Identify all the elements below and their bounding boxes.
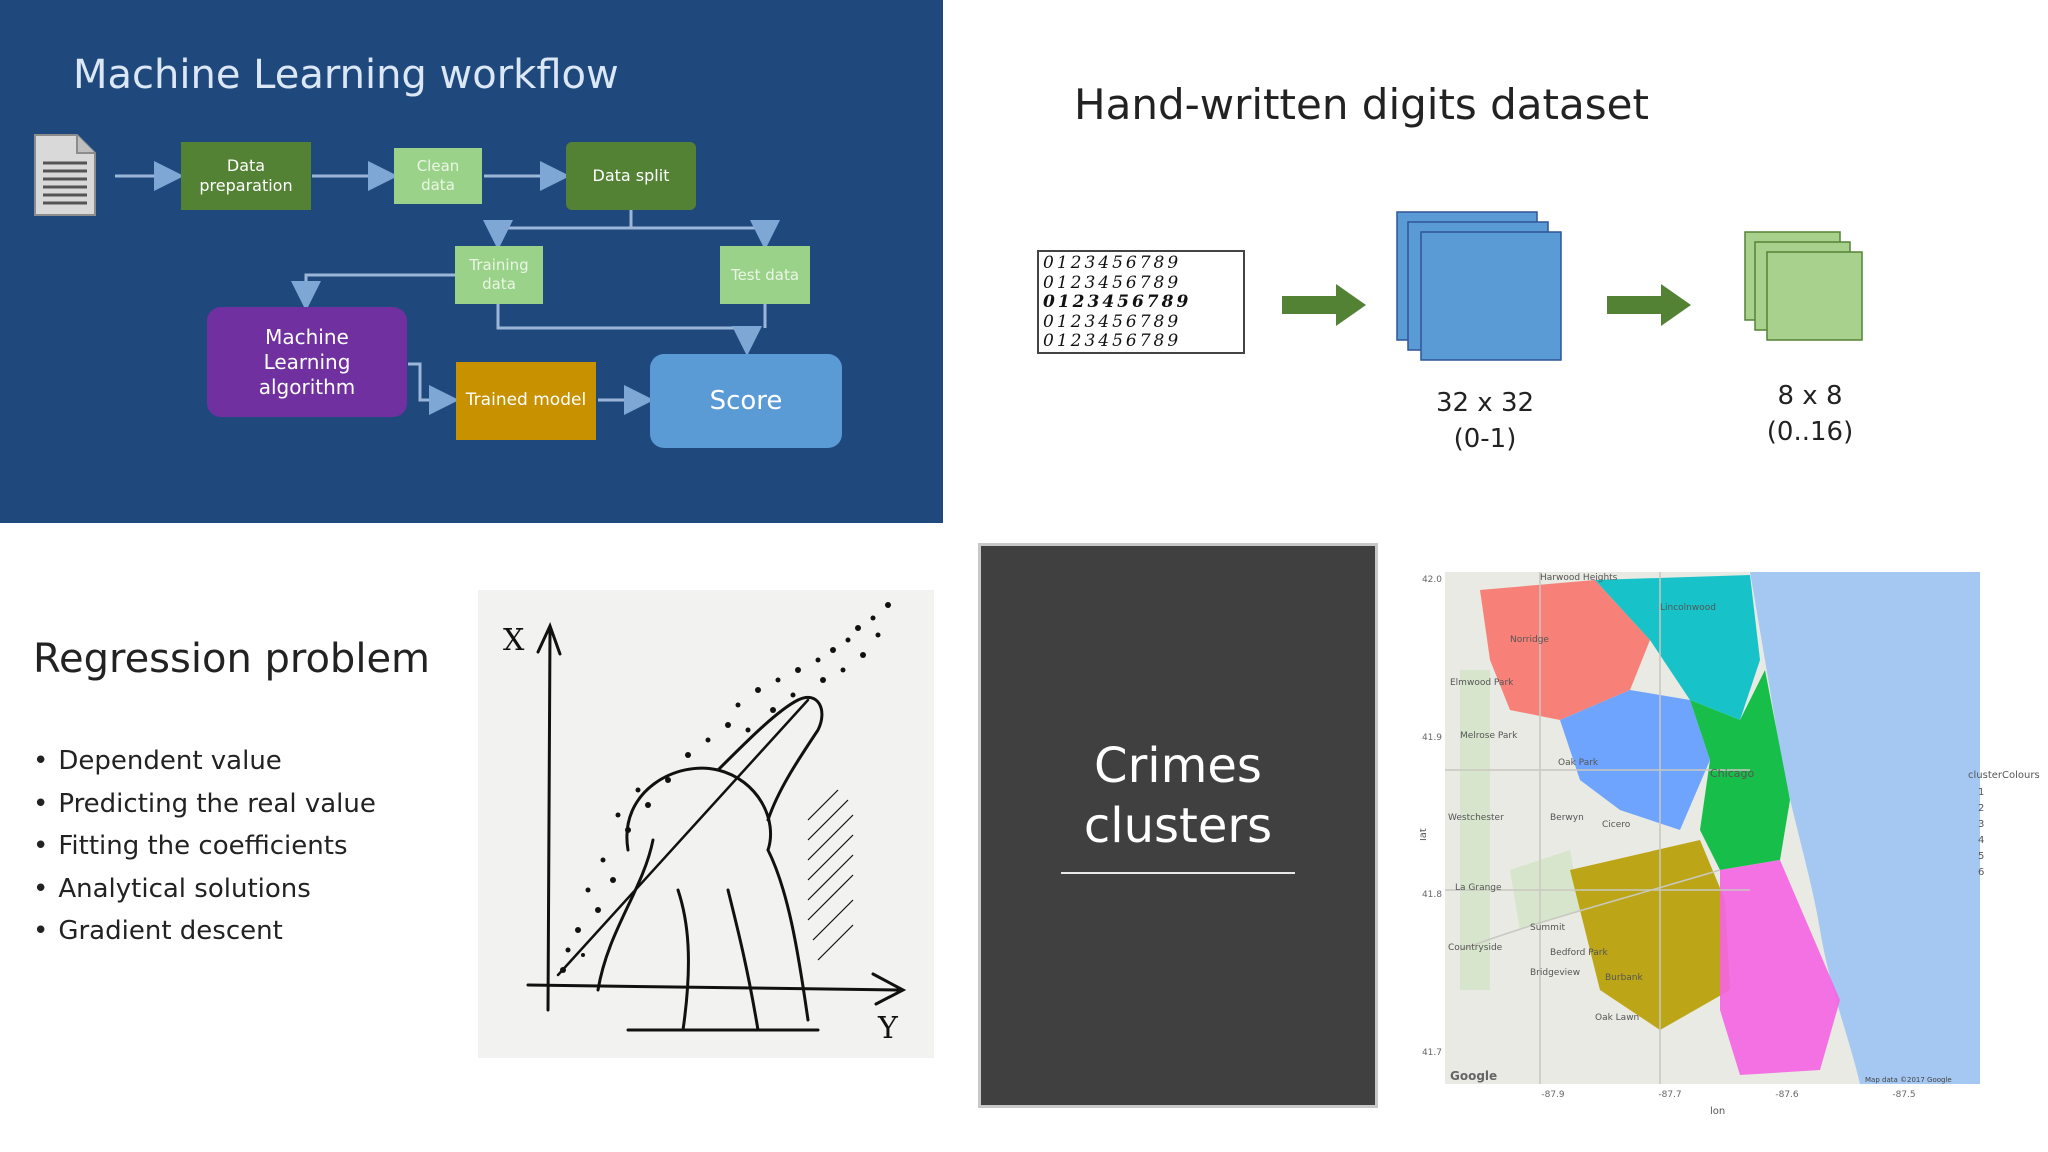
list-item: Gradient descent (33, 910, 376, 953)
digit-row: 0123456789 (1043, 292, 1192, 312)
x-tick-label: -87.7 (1658, 1090, 1681, 1100)
legend-item: 1 (1978, 787, 1985, 798)
digit-samples: 0123456789 0123456789 0123456789 0123456… (1037, 250, 1245, 354)
regression-title: Regression problem (33, 636, 431, 682)
legend-title: clusterColours (1968, 770, 2040, 781)
matrix-8x8-icon (1744, 231, 1863, 341)
matrix-32x32-icon (1396, 211, 1562, 361)
legend-item: 2 (1978, 803, 1985, 814)
legend-item: 4 (1978, 835, 1985, 846)
workflow-title: Machine Learning workflow (73, 52, 619, 98)
list-item: Analytical solutions (33, 868, 376, 911)
place-label: Burbank (1605, 973, 1644, 983)
place-label: Westchester (1448, 813, 1504, 823)
place-label: Countryside (1448, 943, 1503, 953)
divider (1061, 872, 1295, 874)
map-xlabel: lon (1710, 1106, 1725, 1117)
stage2-size: 8 x 8 (1777, 381, 1843, 411)
arrow-right-icon (1282, 284, 1366, 326)
stage1-range: (0-1) (1453, 424, 1517, 455)
place-label: Bedford Park (1550, 948, 1608, 958)
legend-item: 3 (1978, 819, 1985, 830)
list-item: Predicting the real value (33, 783, 376, 826)
y-tick-label: 41.8 (1422, 890, 1442, 900)
regression-sketch: X Y (478, 590, 934, 1058)
x-tick-label: -87.5 (1892, 1090, 1915, 1100)
digit-row: 0123456789 (1043, 311, 1182, 332)
digit-row: 0123456789 (1043, 331, 1182, 351)
digits-title: Hand-written digits dataset (1074, 80, 1649, 129)
sketch-axis-y: Y (877, 1011, 899, 1046)
y-tick-label: 41.9 (1422, 733, 1442, 743)
stage1-label: 32 x 32 (0-1) (1400, 385, 1570, 458)
place-label: Melrose Park (1460, 731, 1518, 741)
stage2-range: (0..16) (1766, 417, 1854, 448)
stage1-size: 32 x 32 (1435, 388, 1535, 418)
map-ylabel: lat (1420, 828, 1429, 841)
digit-row: 0123456789 (1043, 272, 1182, 293)
place-label: Oak Lawn (1595, 1013, 1639, 1023)
cluster-1 (1480, 580, 1650, 720)
place-label: Lincolnwood (1660, 603, 1716, 613)
document-icon (34, 134, 96, 216)
regression-bullets: Dependent value Predicting the real valu… (33, 740, 376, 953)
place-label: Elmwood Park (1450, 678, 1514, 688)
lake-michigan (1750, 572, 1980, 1084)
node-ml-algorithm: Machine Learning algorithm (207, 307, 407, 417)
place-label: Cicero (1602, 820, 1631, 830)
node-trained-model: Trained model (456, 362, 596, 440)
map-attribution: Map data ©2017 Google (1865, 1076, 1952, 1084)
legend-item: 5 (1978, 851, 1985, 862)
map-legend: clusterColours 1 2 3 4 5 6 (1968, 770, 2046, 881)
workflow-connectors (115, 161, 780, 415)
stage2-label: 8 x 8 (0..16) (1725, 378, 1895, 451)
legend-item: 6 (1978, 867, 1985, 878)
x-tick-label: -87.6 (1775, 1090, 1799, 1100)
cluster-3 (1560, 690, 1710, 830)
list-item: Fitting the coefficients (33, 825, 376, 868)
node-training-data: Training data (455, 246, 543, 304)
place-label: Berwyn (1550, 813, 1584, 823)
arrow-right-icon (1607, 284, 1691, 326)
node-data-split: Data split (566, 142, 696, 210)
cluster-2 (1595, 575, 1760, 720)
place-label: Oak Park (1558, 758, 1599, 768)
place-label: Chicago (1710, 767, 1754, 780)
crimes-title: Crimes clusters (981, 736, 1375, 856)
list-item: Dependent value (33, 740, 376, 783)
y-tick-label: 42.0 (1422, 575, 1442, 585)
y-tick-label: 41.7 (1422, 1048, 1442, 1058)
place-label: Bridgeview (1530, 968, 1580, 978)
node-score: Score (650, 354, 842, 448)
crimes-title-line1: Crimes (1094, 738, 1262, 794)
place-label: Norridge (1510, 635, 1549, 645)
place-label: Summit (1530, 923, 1565, 933)
node-clean-data: Clean data (394, 148, 482, 204)
node-data-preparation: Data preparation (181, 142, 311, 210)
cluster-5 (1570, 840, 1730, 1030)
sketch-axis-x: X (503, 623, 525, 658)
workflow-panel: Machine Learning workflow (0, 0, 943, 523)
cluster-6 (1720, 860, 1840, 1075)
digit-row: 0123456789 (1043, 253, 1182, 273)
google-logo: Google (1450, 1069, 1497, 1083)
place-label: La Grange (1455, 883, 1502, 893)
regression-sketch-drawing: X Y (503, 602, 907, 1046)
x-tick-label: -87.9 (1541, 1090, 1565, 1100)
node-test-data: Test data (720, 246, 810, 304)
crimes-panel: Crimes clusters (978, 543, 1378, 1108)
cluster-map: Norridge Harwood Heights Elmwood Park Me… (1420, 572, 1980, 1117)
place-label: Harwood Heights (1540, 573, 1618, 583)
crimes-title-line2: clusters (1083, 798, 1273, 854)
